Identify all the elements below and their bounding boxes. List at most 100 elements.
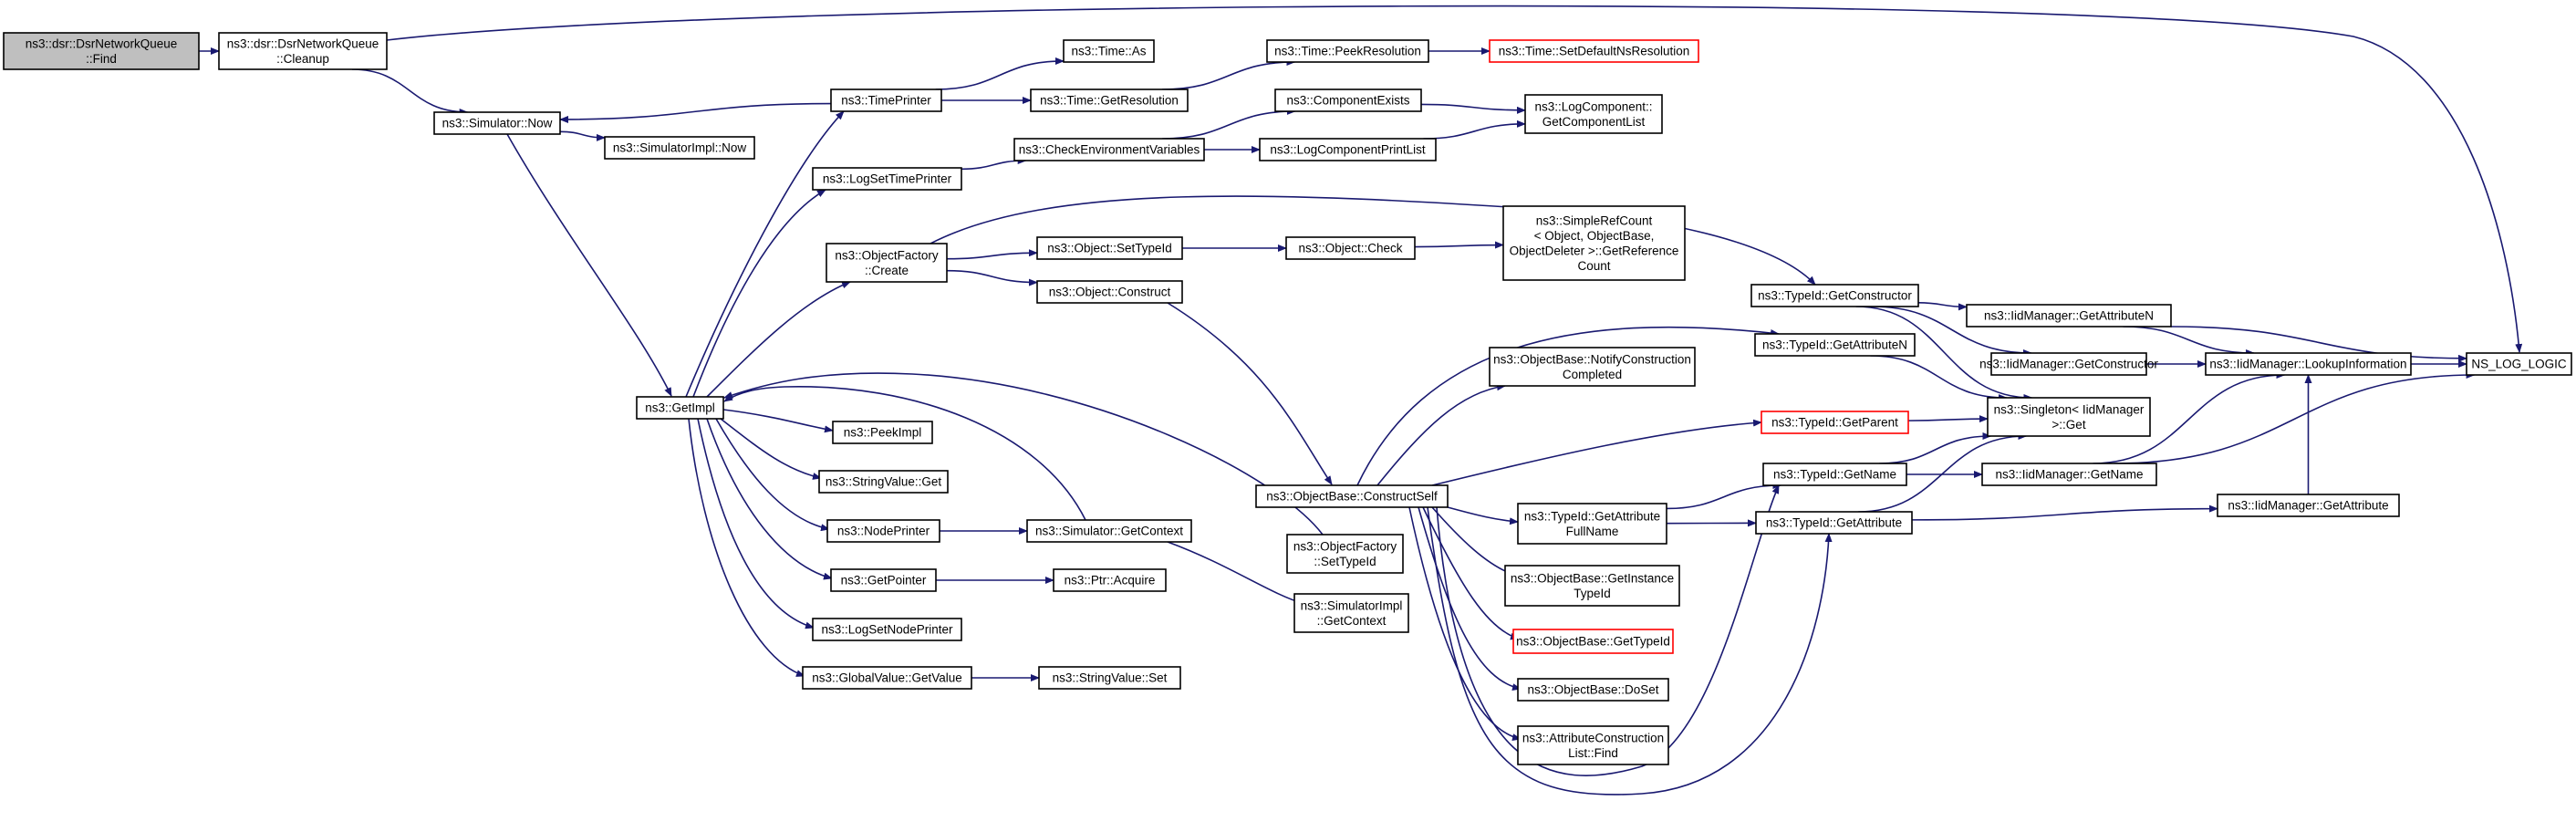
node-box-timeprinter[interactable] (830, 88, 942, 112)
node-getimpl[interactable]: ns3::GetImpl (636, 396, 724, 420)
node-box-nodeprinter[interactable] (826, 519, 940, 543)
node-globalvalue_get[interactable]: ns3::GlobalValue::GetValue (802, 666, 972, 690)
node-timeprinter[interactable]: ns3::TimePrinter (830, 88, 942, 112)
node-box-typeid_getconstructor[interactable] (1750, 284, 1919, 307)
node-time_peekres[interactable]: ns3::Time::PeekResolution (1266, 39, 1429, 63)
node-box-logcompprint[interactable] (1259, 138, 1437, 161)
node-cleanup[interactable]: ns3::dsr::DsrNetworkQueue::Cleanup (218, 32, 388, 70)
node-box-objbase_gettypeid[interactable] (1512, 629, 1674, 654)
node-box-iid_getattribute[interactable] (2217, 494, 2400, 517)
node-checkenv[interactable]: ns3::CheckEnvironmentVariables (1013, 138, 1205, 161)
node-box-obj_settypeid[interactable] (1036, 236, 1183, 260)
node-box-compexists[interactable] (1274, 88, 1422, 112)
node-box-attrconstruction_find[interactable] (1517, 725, 1669, 765)
node-box-iid_getattributen[interactable] (1966, 304, 2172, 328)
node-ns_log_logic[interactable]: NS_LOG_LOGIC (2466, 352, 2572, 376)
node-iid_getattribute[interactable]: ns3::IidManager::GetAttribute (2217, 494, 2400, 517)
node-time_as[interactable]: ns3::Time::As (1063, 39, 1155, 63)
node-box-obj_construct[interactable] (1036, 280, 1183, 304)
node-box-globalvalue_get[interactable] (802, 666, 972, 690)
node-box-typeid_getattribute[interactable] (1755, 511, 1913, 535)
node-box-obj_check[interactable] (1285, 236, 1416, 260)
node-box-typeid_getname[interactable] (1762, 463, 1907, 486)
node-box-logsettimeprinter[interactable] (812, 167, 962, 191)
node-box-peekimpl[interactable] (832, 421, 933, 444)
node-objbase_gettypeid[interactable]: ns3::ObjectBase::GetTypeId (1512, 629, 1674, 654)
node-box-sim_now[interactable] (433, 111, 561, 135)
node-box-ns_log_logic[interactable] (2466, 352, 2572, 376)
node-box-checkenv[interactable] (1013, 138, 1205, 161)
node-box-stringvalue_set[interactable] (1038, 666, 1181, 690)
node-iid_lookup[interactable]: ns3::IidManager::LookupInformation (2205, 352, 2412, 376)
node-peekimpl[interactable]: ns3::PeekImpl (832, 421, 933, 444)
node-box-time_as[interactable] (1063, 39, 1155, 63)
node-box-getinstancetypeid[interactable] (1504, 565, 1680, 607)
node-obj_check[interactable]: ns3::Object::Check (1285, 236, 1416, 260)
node-logsetnodeprinter[interactable]: ns3::LogSetNodePrinter (812, 618, 962, 641)
node-doset[interactable]: ns3::ObjectBase::DoSet (1517, 678, 1669, 702)
node-box-singleton_get[interactable] (1987, 397, 2151, 437)
node-box-getimpl[interactable] (636, 396, 724, 420)
node-simimpl_getcontext[interactable]: ns3::SimulatorImpl::GetContext (1293, 593, 1409, 633)
node-box-simimpl_getcontext[interactable] (1293, 593, 1409, 633)
node-obj_settypeid[interactable]: ns3::Object::SetTypeId (1036, 236, 1183, 260)
node-sim_getcontext[interactable]: ns3::Simulator::GetContext (1026, 519, 1192, 543)
node-box-cleanup[interactable] (218, 32, 388, 70)
node-box-typeid_getattributen[interactable] (1754, 333, 1916, 357)
node-typeid_getname[interactable]: ns3::TypeId::GetName (1762, 463, 1907, 486)
node-find[interactable]: ns3::dsr::DsrNetworkQueue::Find (3, 32, 200, 70)
node-time_setdef[interactable]: ns3::Time::SetDefaultNsResolution (1489, 39, 1699, 63)
node-box-typeid_getparent[interactable] (1761, 411, 1909, 434)
node-getcomplist[interactable]: ns3::LogComponent::GetComponentList (1524, 94, 1663, 134)
node-notifyconstruction[interactable]: ns3::ObjectBase::NotifyConstructionCompl… (1489, 347, 1696, 387)
node-simimpl_now[interactable]: ns3::SimulatorImpl::Now (604, 136, 755, 160)
node-box-objfactory_settypeid[interactable] (1286, 534, 1404, 574)
node-box-getcomplist[interactable] (1524, 94, 1663, 134)
node-box-objfactory_create[interactable] (826, 243, 948, 283)
node-time_getres[interactable]: ns3::Time::GetResolution (1030, 88, 1189, 112)
node-box-constructself[interactable] (1255, 484, 1449, 508)
node-box-getattrfullname[interactable] (1517, 503, 1667, 545)
node-iid_getconstructor[interactable]: ns3::IidManager::GetConstructor (1979, 352, 2158, 376)
node-ptr_acquire[interactable]: ns3::Ptr::Acquire (1053, 568, 1167, 592)
node-objfactory_create[interactable]: ns3::ObjectFactory::Create (826, 243, 948, 283)
node-box-iid_getname[interactable] (1981, 463, 2157, 486)
node-sim_now[interactable]: ns3::Simulator::Now (433, 111, 561, 135)
node-logcompprint[interactable]: ns3::LogComponentPrintList (1259, 138, 1437, 161)
node-box-time_getres[interactable] (1030, 88, 1189, 112)
node-logsettimeprinter[interactable]: ns3::LogSetTimePrinter (812, 167, 962, 191)
node-iid_getattributen[interactable]: ns3::IidManager::GetAttributeN (1966, 304, 2172, 328)
node-typeid_getparent[interactable]: ns3::TypeId::GetParent (1761, 411, 1909, 434)
node-box-logsetnodeprinter[interactable] (812, 618, 962, 641)
node-simplerefcount[interactable]: ns3::SimpleRefCount< Object, ObjectBase,… (1502, 205, 1686, 281)
node-iid_getname[interactable]: ns3::IidManager::GetName (1981, 463, 2157, 486)
node-box-getpointer[interactable] (830, 568, 937, 592)
node-box-iid_lookup[interactable] (2205, 352, 2412, 376)
node-box-time_setdef[interactable] (1489, 39, 1699, 63)
node-constructself[interactable]: ns3::ObjectBase::ConstructSelf (1255, 484, 1449, 508)
node-typeid_getattributen[interactable]: ns3::TypeId::GetAttributeN (1754, 333, 1916, 357)
node-getpointer[interactable]: ns3::GetPointer (830, 568, 937, 592)
node-objfactory_settypeid[interactable]: ns3::ObjectFactory::SetTypeId (1286, 534, 1404, 574)
node-compexists[interactable]: ns3::ComponentExists (1274, 88, 1422, 112)
node-box-find[interactable] (3, 32, 200, 70)
node-box-simimpl_now[interactable] (604, 136, 755, 160)
node-box-simplerefcount[interactable] (1502, 205, 1686, 281)
node-stringvalue_get[interactable]: ns3::StringValue::Get (818, 470, 949, 494)
node-box-iid_getconstructor[interactable] (1990, 352, 2147, 376)
node-typeid_getattribute[interactable]: ns3::TypeId::GetAttribute (1755, 511, 1913, 535)
node-box-time_peekres[interactable] (1266, 39, 1429, 63)
node-box-doset[interactable] (1517, 678, 1669, 702)
node-box-stringvalue_get[interactable] (818, 470, 949, 494)
node-box-ptr_acquire[interactable] (1053, 568, 1167, 592)
node-box-sim_getcontext[interactable] (1026, 519, 1192, 543)
node-typeid_getconstructor[interactable]: ns3::TypeId::GetConstructor (1750, 284, 1919, 307)
node-nodeprinter[interactable]: ns3::NodePrinter (826, 519, 940, 543)
node-obj_construct[interactable]: ns3::Object::Construct (1036, 280, 1183, 304)
node-box-notifyconstruction[interactable] (1489, 347, 1696, 387)
node-stringvalue_set[interactable]: ns3::StringValue::Set (1038, 666, 1181, 690)
node-singleton_get[interactable]: ns3::Singleton< IidManager>::Get (1987, 397, 2151, 437)
